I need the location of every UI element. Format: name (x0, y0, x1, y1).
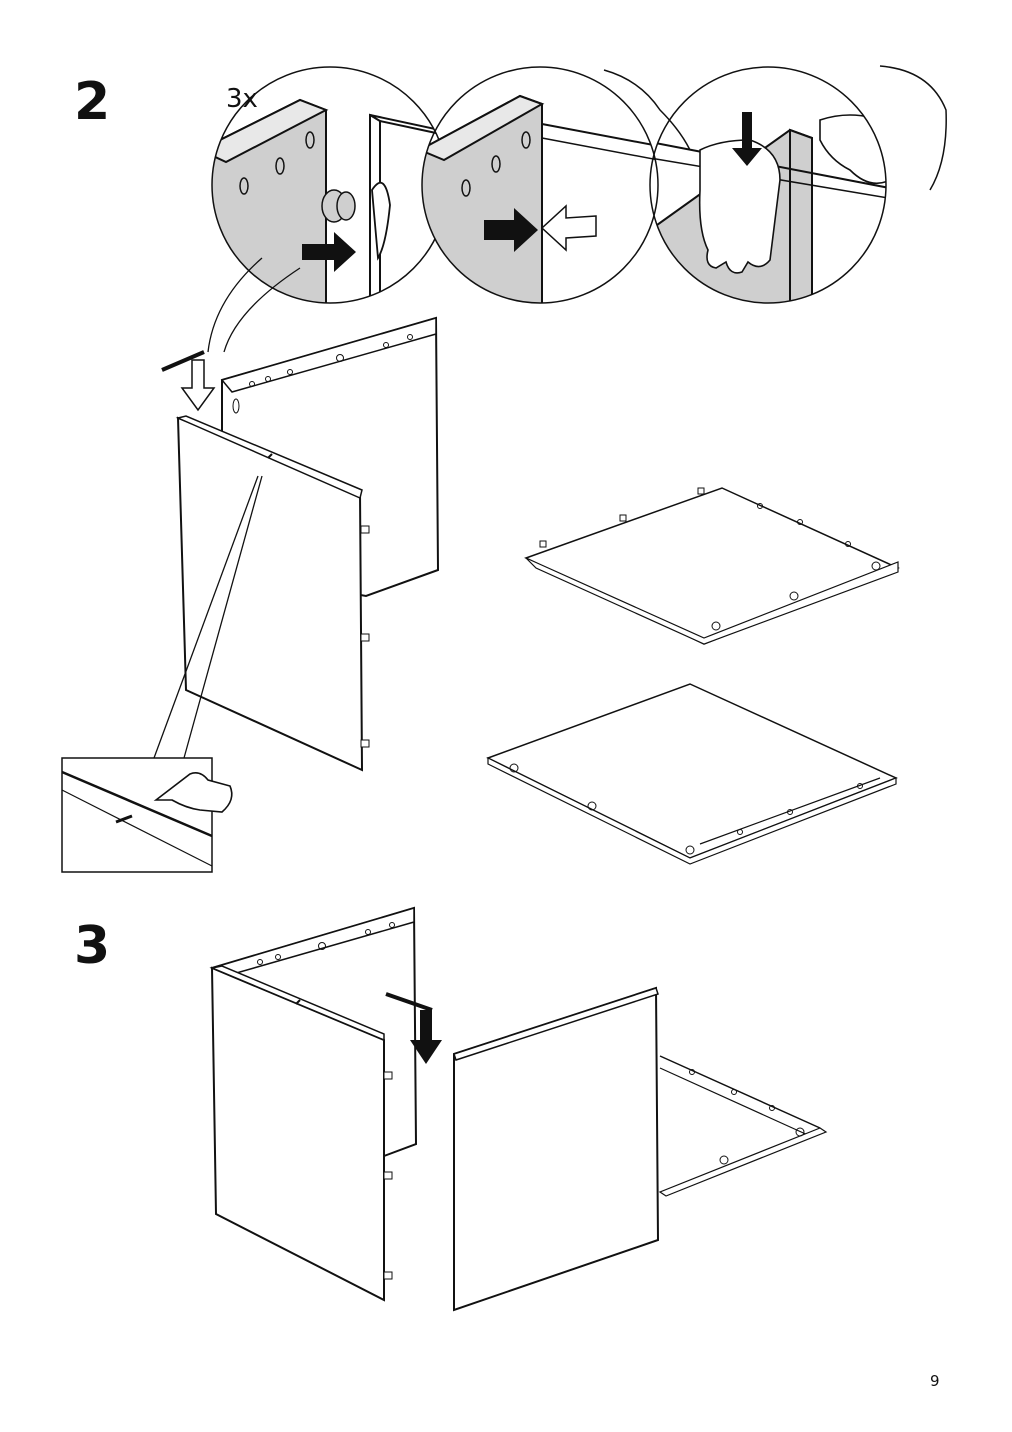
down-arrow-icon (410, 1010, 442, 1064)
pointing-hand-icon (153, 772, 233, 813)
push-arrow-icon (484, 208, 538, 252)
detail-circle-slide-panel (421, 66, 659, 304)
quantity-label: 3x (226, 84, 258, 114)
step-number: 2 (74, 72, 111, 132)
detail-inset-marking (61, 757, 233, 873)
down-arrow-icon (732, 112, 762, 166)
detail-circle-press-down (649, 66, 887, 304)
page-number: 9 (930, 1372, 940, 1390)
down-arrow-icon (180, 359, 216, 412)
step3-front-panel (453, 986, 660, 1312)
hand-press-icon (698, 139, 781, 274)
top-panel (524, 487, 900, 645)
step-number: 3 (74, 916, 111, 976)
step3-side-panel (209, 965, 393, 1302)
bottom-panel (486, 683, 898, 865)
step3-bottom-frame (658, 1055, 828, 1197)
side-panel (175, 415, 370, 772)
push-arrow-icon (302, 232, 356, 272)
detail-circle-insert-pin (211, 66, 449, 304)
